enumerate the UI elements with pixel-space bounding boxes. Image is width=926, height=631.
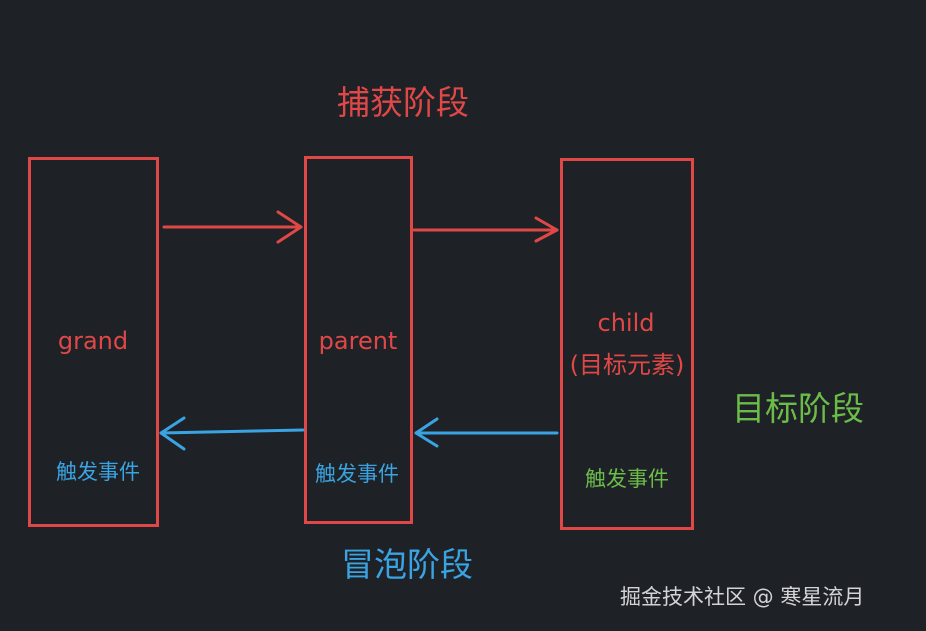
bubble-phase-title: 冒泡阶段 bbox=[341, 545, 473, 584]
child-box bbox=[560, 158, 694, 530]
grand-label: grand bbox=[57, 327, 129, 355]
parent-box bbox=[304, 156, 413, 524]
bubble-arrow-parent-grand bbox=[159, 416, 305, 451]
child-target-label: (目标元素) bbox=[569, 351, 685, 379]
target-phase-title: 目标阶段 bbox=[732, 389, 864, 428]
capture-arrow-parent-child bbox=[412, 216, 559, 243]
bubble-arrow-child-parent bbox=[414, 417, 559, 448]
grand-box bbox=[28, 157, 159, 527]
parent-event-label: 触发事件 bbox=[315, 462, 399, 486]
watermark: 掘金技术社区 @ 寒星流月 bbox=[620, 585, 865, 609]
capture-arrow-grand-parent bbox=[162, 210, 303, 244]
capture-phase-title: 捕获阶段 bbox=[337, 83, 469, 122]
parent-label: parent bbox=[318, 327, 398, 355]
grand-event-label: 触发事件 bbox=[56, 460, 140, 484]
child-event-label: 触发事件 bbox=[585, 467, 669, 491]
child-label: child bbox=[597, 309, 655, 337]
